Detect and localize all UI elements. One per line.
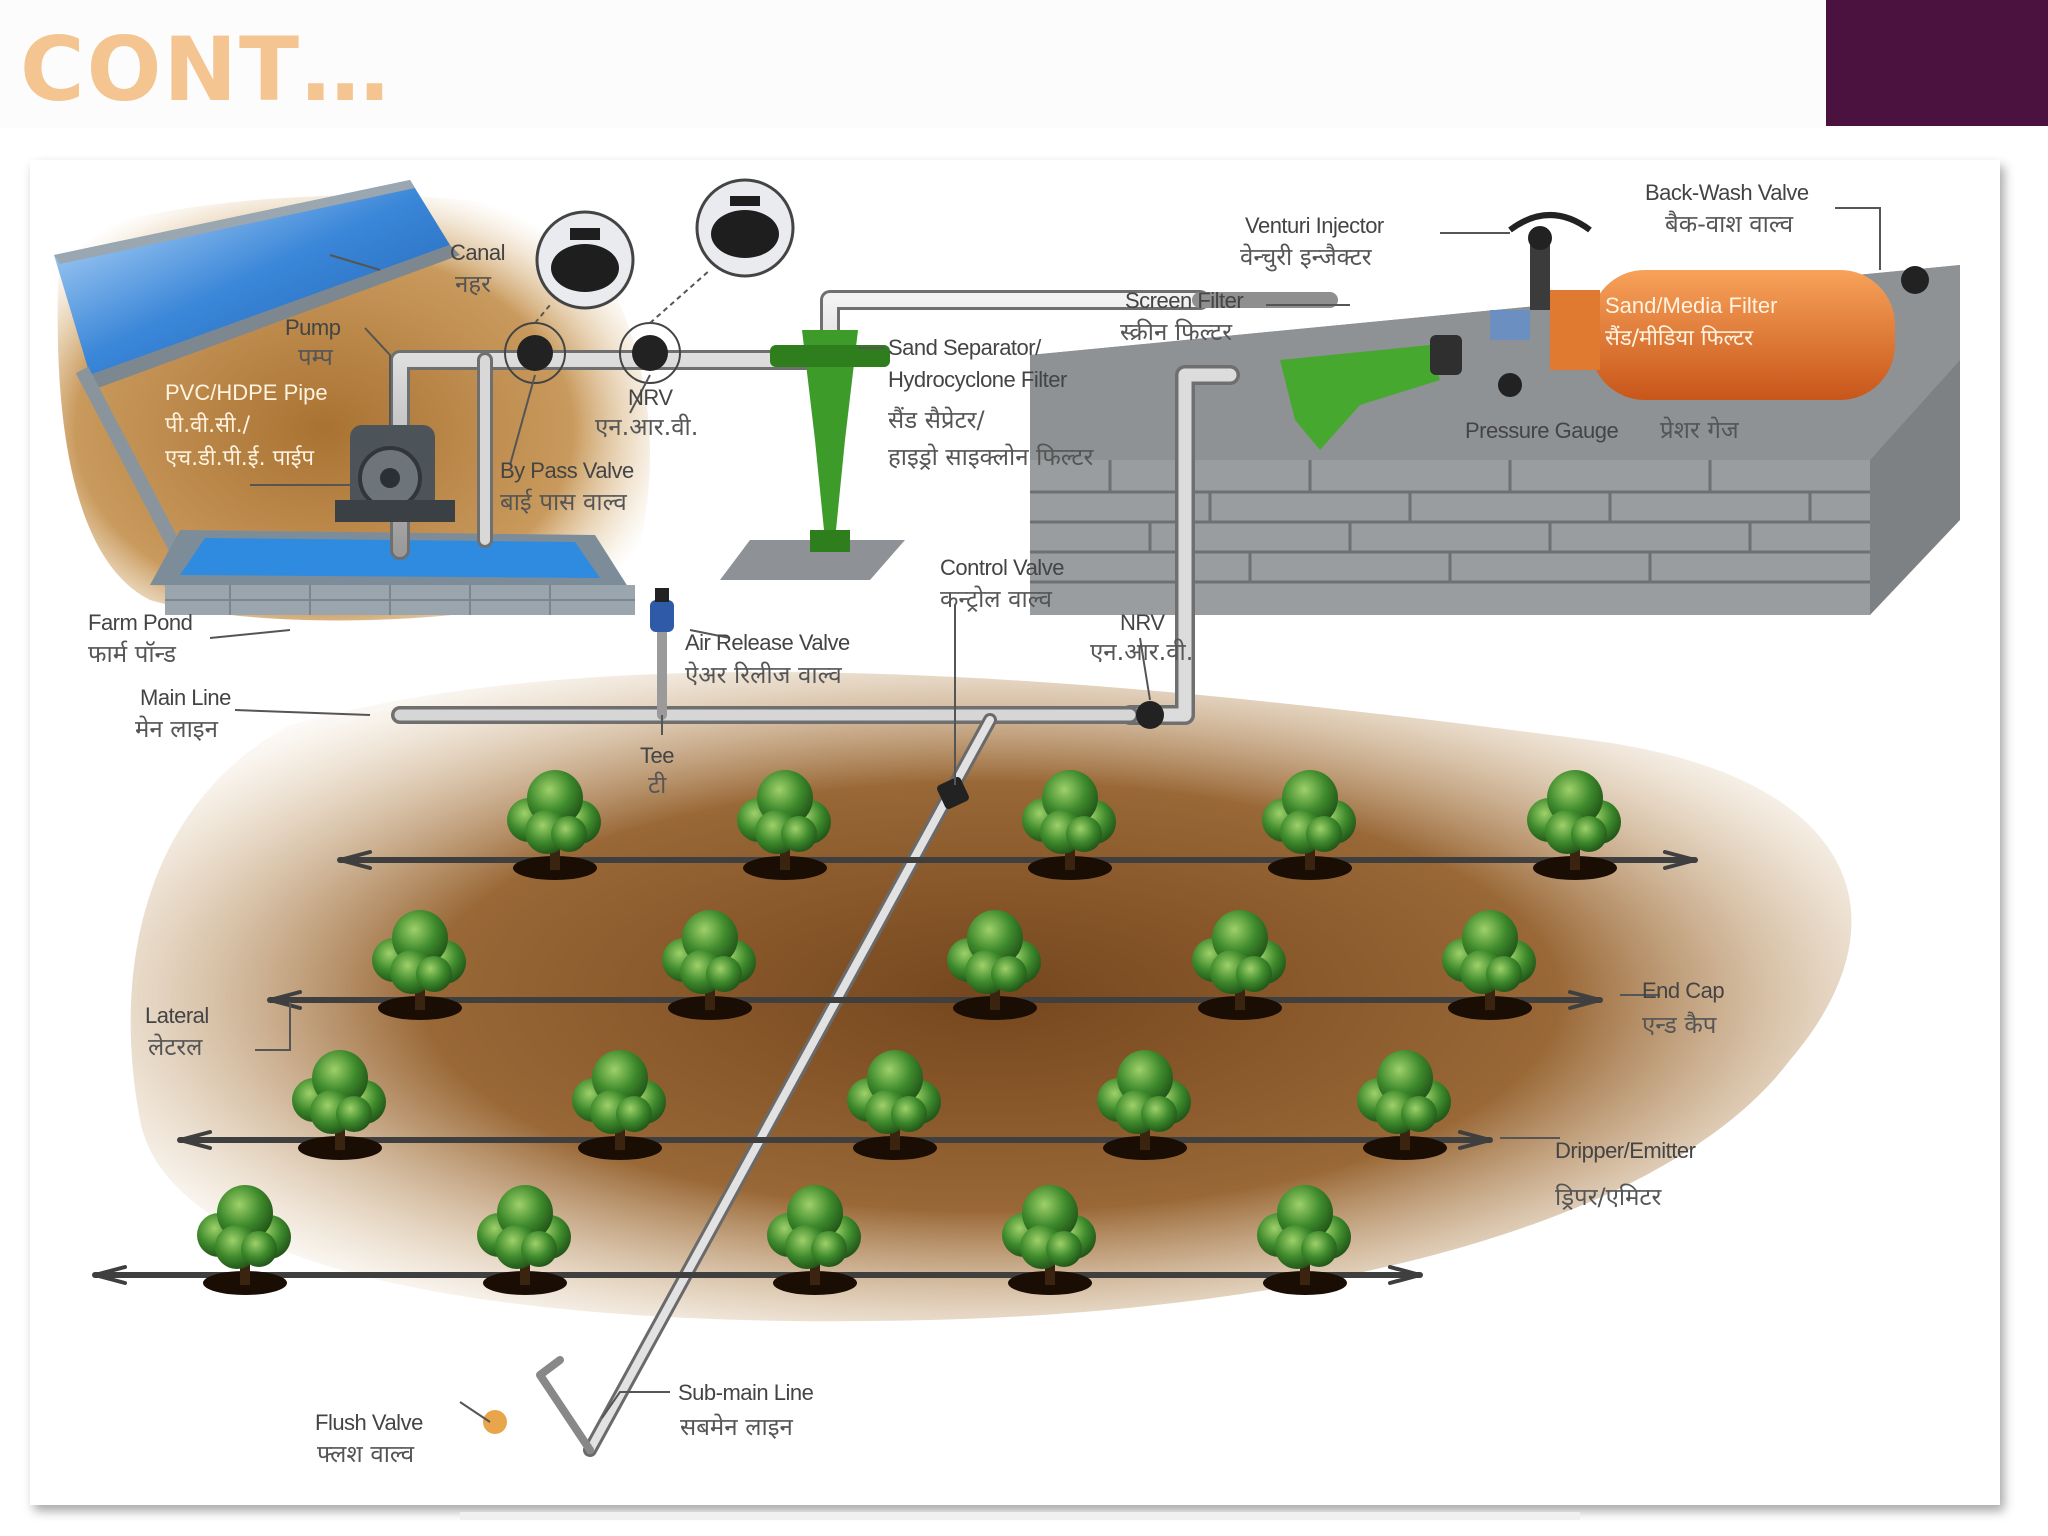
label-venturi-en: Venturi Injector: [1245, 213, 1384, 238]
hydrocyclone-filter: [720, 330, 905, 580]
component-labels: Canal नहर Pump पम्प PVC/HDPE Pipe पी.वी.…: [88, 180, 1809, 1468]
label-pump-en: Pump: [285, 315, 341, 340]
drip-irrigation-diagram: Canal नहर Pump पम्प PVC/HDPE Pipe पी.वी.…: [54, 178, 1960, 1468]
air-release-valve: [650, 588, 674, 632]
label-canal-en: Canal: [450, 240, 505, 265]
label-screen-en: Screen Filter: [1125, 288, 1243, 313]
label-sand-sep-hi1: सैंड सैप्रेटर/: [888, 406, 985, 434]
label-canal-hi: नहर: [455, 270, 492, 298]
label-flush-en: Flush Valve: [315, 1410, 423, 1435]
label-bypass-hi: बाई पास वाल्व: [500, 488, 627, 516]
label-pond-hi: फार्म पॉन्ड: [88, 640, 177, 668]
label-backwash-hi: बैक-वाश वाल्व: [1665, 210, 1794, 238]
leader-lines: [209, 207, 1881, 1423]
label-nrv-main-en: NRV: [1120, 610, 1165, 635]
label-backwash-en: Back-Wash Valve: [1645, 180, 1809, 205]
label-tee-en: Tee: [640, 743, 674, 768]
label-pressure-en: Pressure Gauge: [1465, 418, 1618, 443]
canal: [54, 180, 450, 375]
slide-header: [0, 0, 2048, 128]
label-air-en: Air Release Valve: [685, 630, 850, 655]
label-lateral-hi: लेटरल: [148, 1033, 203, 1061]
venturi-injector: [1508, 212, 1592, 310]
label-dripper-en: Dripper/Emitter: [1555, 1138, 1696, 1163]
label-pond-en: Farm Pond: [88, 610, 192, 635]
bottom-strip: [460, 1512, 1580, 1520]
label-flush-hi: फ्लश वाल्व: [317, 1440, 415, 1468]
label-sand-media-en: Sand/Media Filter: [1605, 293, 1777, 318]
label-sand-media-hi: सैंड/मीडिया फिल्टर: [1605, 325, 1754, 351]
pump: [335, 425, 455, 522]
label-pipe-hi2: एच.डी.पी.ई. पाईप: [165, 445, 315, 471]
farm-pond-area: [54, 180, 650, 621]
label-tee-hi: टी: [648, 771, 667, 799]
label-pressure-hi: प्रेशर गेज: [1660, 416, 1740, 444]
label-control-en: Control Valve: [940, 555, 1064, 580]
valve-bypass: [504, 178, 795, 384]
label-sand-sep-hi2: हाइड्रो साइक्लोन फिल्टर: [888, 443, 1094, 471]
label-air-hi: ऐअर रिलीज वाल्व: [685, 661, 842, 689]
label-nrv-main-hi: एन.आर.वी.: [1090, 638, 1193, 666]
label-pipe-hi1: पी.वी.सी./: [165, 412, 251, 438]
label-dripper-hi: ड्रिपर/एमिटर: [1555, 1183, 1663, 1211]
sand-media-filter: [1490, 266, 1929, 400]
inline-valves: [483, 701, 1164, 1434]
screen-filter: [1280, 335, 1462, 450]
label-endcap-en: End Cap: [1642, 978, 1724, 1003]
label-sand-sep-en2: Hydrocyclone Filter: [888, 367, 1067, 392]
label-venturi-hi: वेन्चुरी इन्जैक्टर: [1240, 243, 1373, 272]
label-main-line-en: Main Line: [140, 685, 231, 710]
label-submain-en: Sub-main Line: [678, 1380, 814, 1405]
label-screen-hi: स्क्रीन फिल्टर: [1120, 318, 1233, 346]
label-endcap-hi: एन्ड कैप: [1642, 1011, 1717, 1039]
label-main-line-hi: मेन लाइन: [135, 715, 219, 743]
label-pipe-en: PVC/HDPE Pipe: [165, 380, 328, 405]
slide-title: CONT…: [20, 18, 392, 121]
label-lateral-en: Lateral: [145, 1003, 209, 1028]
label-submain-hi: सबमेन लाइन: [680, 1413, 794, 1441]
laterals: [92, 850, 1698, 1285]
label-pump-hi: पम्प: [298, 343, 333, 371]
label-nrv-top-hi: एन.आर.वी.: [595, 413, 698, 441]
label-nrv-top-en: NRV: [628, 385, 673, 410]
label-bypass-en: By Pass Valve: [500, 458, 634, 483]
label-sand-sep-en1: Sand Separator/: [888, 335, 1042, 360]
label-control-hi: कन्ट्रोल वाल्व: [940, 585, 1053, 613]
accent-block: [1826, 0, 2048, 126]
